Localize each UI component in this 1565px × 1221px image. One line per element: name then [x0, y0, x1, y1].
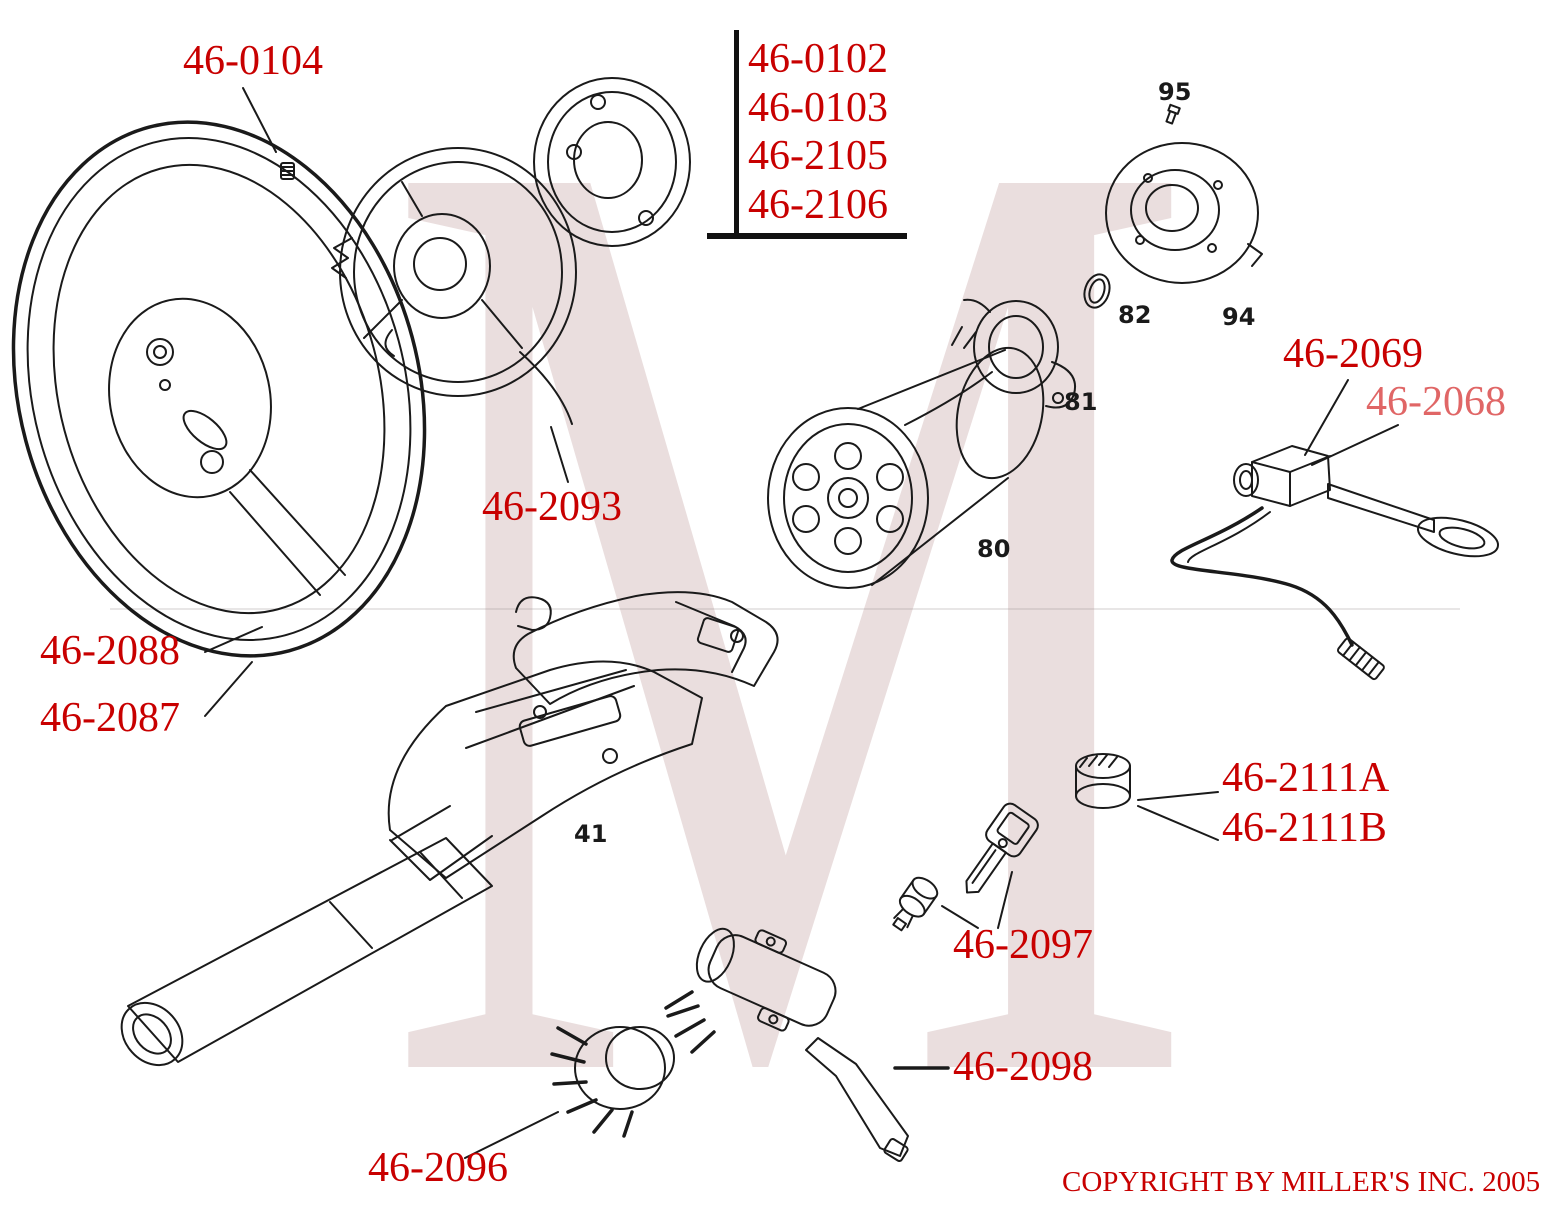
- part-number-46-0103[interactable]: 46-0103: [748, 85, 888, 131]
- part-number-46-2096[interactable]: 46-2096: [368, 1145, 508, 1191]
- bushing-drawing: [1075, 753, 1131, 809]
- scan-artifact-line: [110, 608, 1460, 610]
- index-number-80: 80: [977, 535, 1011, 563]
- part-number-46-0102[interactable]: 46-0102: [748, 36, 888, 82]
- slip-ring-drum-drawing: [767, 326, 1045, 589]
- contact-ring-drawing: [963, 298, 1076, 409]
- steering-wheel-drawing: [11, 120, 427, 658]
- part-number-46-2068[interactable]: 46-2068: [1366, 379, 1506, 425]
- part-number-46-2093[interactable]: 46-2093: [482, 484, 622, 530]
- retainer-ring-drawing: [533, 77, 691, 247]
- copyright-notice: COPYRIGHT BY MILLER'S INC. 2005: [1062, 1166, 1541, 1198]
- screw-95-drawing: [1165, 103, 1181, 125]
- turn-signal-switch-drawing: [1170, 445, 1499, 681]
- part-number-46-2105[interactable]: 46-2105: [748, 133, 888, 179]
- ignition-switch-drawing: [664, 927, 909, 1162]
- ignition-key-drawing: [965, 802, 1039, 894]
- contact-pin-switch-drawing: [892, 876, 939, 932]
- index-number-95: 95: [1158, 78, 1192, 106]
- index-number-82: 82: [1118, 301, 1152, 329]
- part-number-46-2098[interactable]: 46-2098: [953, 1044, 1093, 1090]
- part-number-46-2106[interactable]: 46-2106: [748, 182, 888, 228]
- o-ring-drawing: [1083, 273, 1111, 309]
- part-number-46-2088[interactable]: 46-2088: [40, 628, 180, 674]
- index-number-94: 94: [1222, 303, 1256, 331]
- leader-lines: [204, 87, 1399, 1159]
- steering-column-drawing: [120, 591, 779, 1067]
- part-number-46-2111B[interactable]: 46-2111B: [1222, 805, 1387, 851]
- back-plate-drawing: [1105, 142, 1263, 284]
- index-number-81: 81: [1064, 388, 1098, 416]
- part-number-46-2087[interactable]: 46-2087: [40, 695, 180, 741]
- horn-contact-ring-drawing: [331, 147, 577, 425]
- index-number-41: 41: [574, 820, 608, 848]
- set-screw-drawing: [280, 162, 295, 180]
- part-number-46-2097[interactable]: 46-2097: [953, 922, 1093, 968]
- part-number-46-2111A[interactable]: 46-2111A: [1222, 755, 1390, 801]
- part-number-46-2069[interactable]: 46-2069: [1283, 331, 1423, 377]
- connector-plug-drawing: [550, 1026, 675, 1138]
- part-group-bracket: [707, 30, 907, 239]
- part-number-46-0104[interactable]: 46-0104: [183, 38, 323, 84]
